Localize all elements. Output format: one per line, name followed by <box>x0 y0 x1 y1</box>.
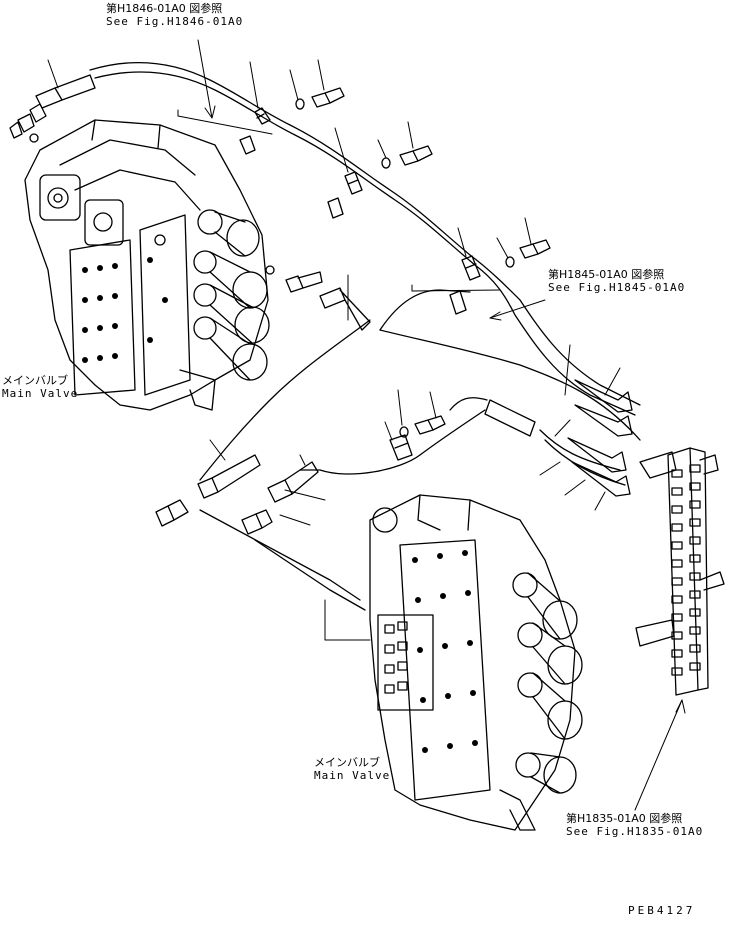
upper-fittings <box>9 74 96 143</box>
valve-lower-jp: メインバルブ <box>314 756 380 769</box>
ref-bottom-en: See Fig.H1835-01A0 <box>566 825 704 838</box>
valve-label-lower: メインバルブ Main Valve <box>314 756 390 782</box>
ref-top-jp: 第H1846-01A0 図参照 <box>106 2 223 15</box>
ref-label-top: 第H1846-01A0 図参照 See Fig.H1846-01A0 <box>106 2 243 28</box>
valve-lower-en: Main Valve <box>314 769 391 782</box>
ref-mid-en: See Fig.H1845-01A0 <box>548 281 686 294</box>
drawing-code: PEB4127 <box>628 904 696 917</box>
valve-upper-en: Main Valve <box>2 387 79 400</box>
ref-label-mid: 第H1845-01A0 図参照 See Fig.H1845-01A0 <box>548 268 685 294</box>
hose-fittings <box>155 271 633 535</box>
ref-label-bottom: 第H1835-01A0 図参照 See Fig.H1835-01A0 <box>566 812 703 838</box>
leader-lines <box>47 39 686 811</box>
manifold-block <box>635 447 725 696</box>
lower-main-valve <box>369 494 583 831</box>
upper-main-valve <box>24 119 275 411</box>
hose-lines <box>89 61 641 611</box>
bolts-washers <box>295 87 551 438</box>
ref-bottom-jp: 第H1835-01A0 図参照 <box>566 812 683 825</box>
ref-top-en: See Fig.H1846-01A0 <box>106 15 244 28</box>
valve-upper-jp: メインバルブ <box>2 374 68 387</box>
valve-label-upper: メインバルブ Main Valve <box>2 374 78 400</box>
hose-clamps <box>239 107 481 461</box>
ref-mid-jp: 第H1845-01A0 図参照 <box>548 268 665 281</box>
